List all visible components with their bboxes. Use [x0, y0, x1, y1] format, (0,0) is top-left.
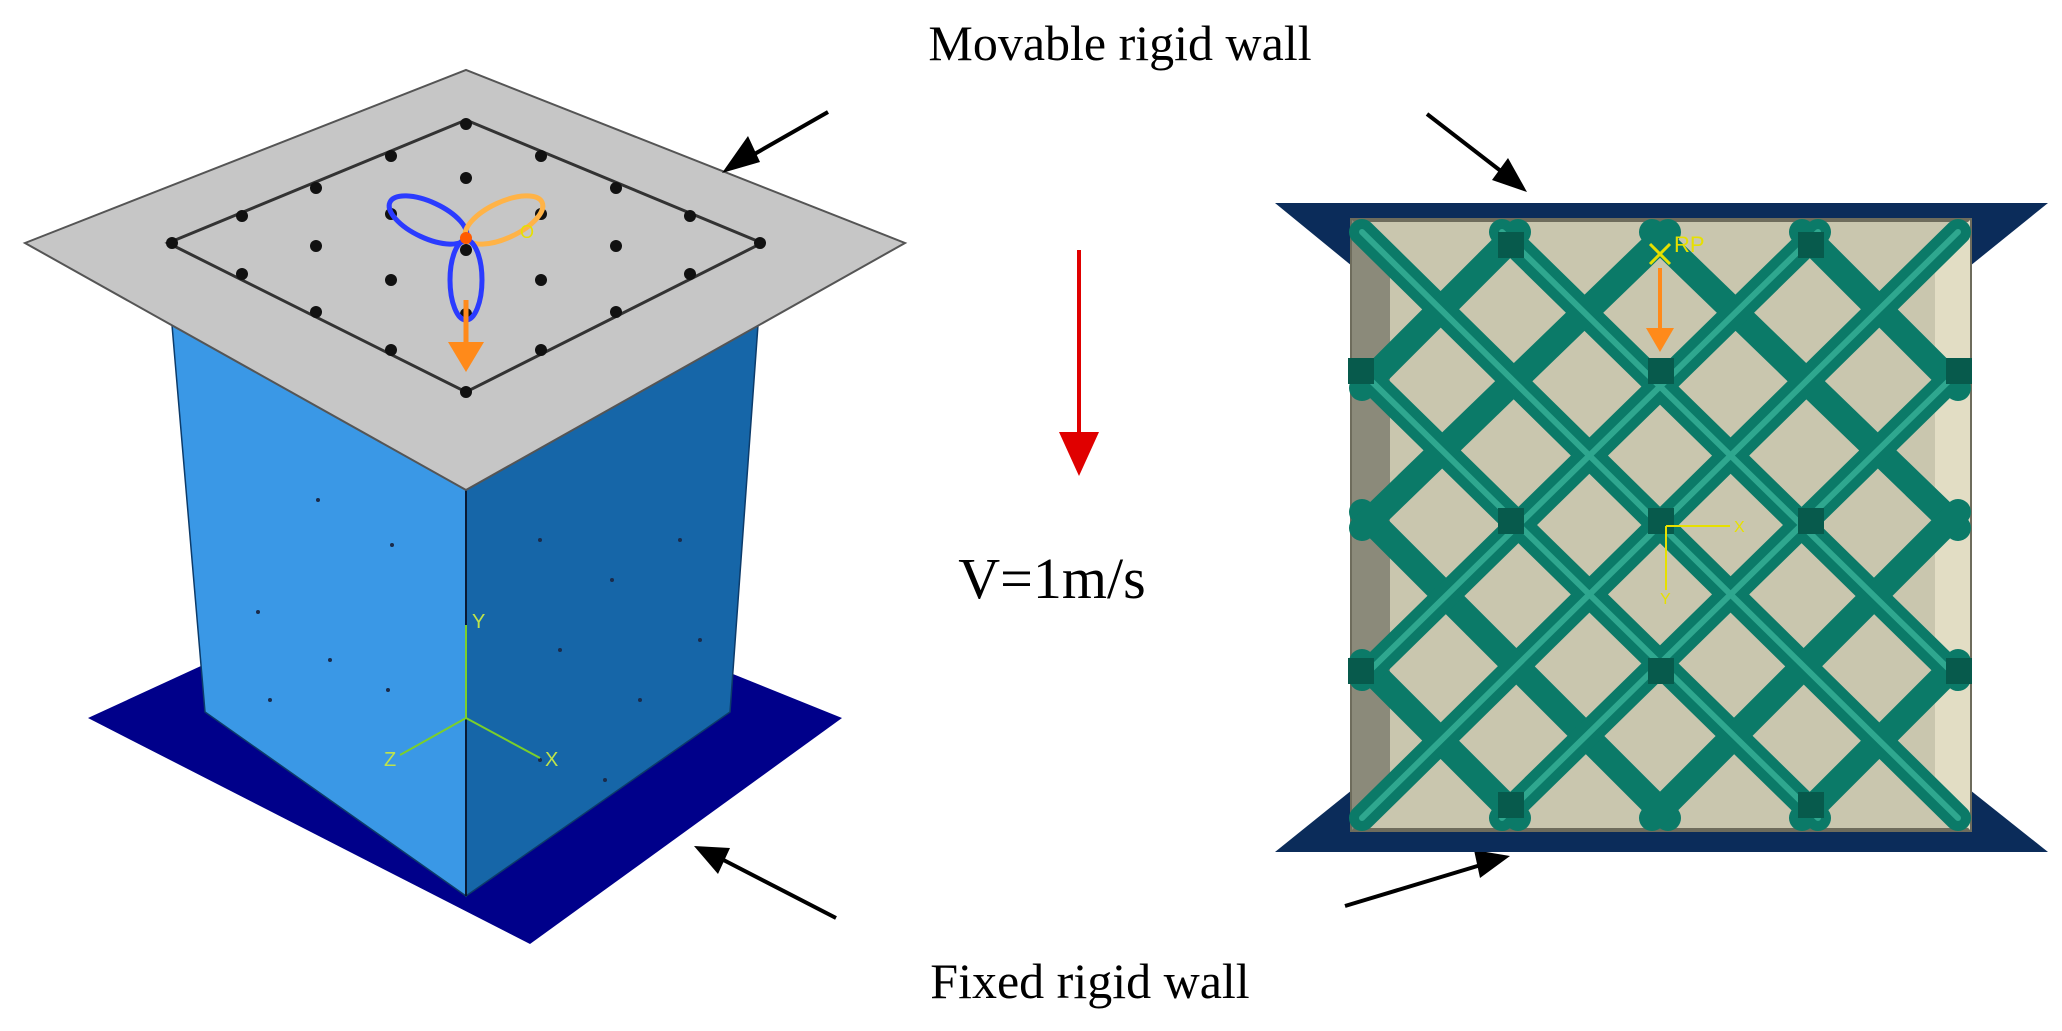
pointer-arrow-fixed-left [707, 850, 837, 920]
movable-top-plate [22, 68, 908, 492]
velocity-indicator: V=1m/s [958, 250, 1146, 611]
axis-label-z: Z [384, 749, 396, 771]
velocity-arrow-head [1059, 432, 1099, 476]
left-fe-model: Y X Z O [22, 68, 908, 944]
svg-text:O: O [520, 222, 534, 242]
fixed-wall-label: Fixed rigid wall [930, 953, 1249, 1009]
reference-point-label: RP [1674, 232, 1705, 257]
movable-wall-label: Movable rigid wall [928, 15, 1311, 71]
lattice-nodes [1348, 232, 1972, 818]
pointer-arrow-fixed-right [1344, 859, 1495, 908]
axis-label-x-right: X [1734, 519, 1745, 536]
axis-triad-left [399, 625, 541, 759]
load-arrow-right [1646, 268, 1674, 352]
mesh-nodes [256, 498, 702, 782]
load-arrow-left [448, 300, 484, 372]
lattice-struts [1349, 219, 1971, 831]
axis-label-y-right: Y [1660, 591, 1671, 608]
axis-label-y: Y [472, 611, 485, 633]
reference-point-marker: RP [1648, 232, 1705, 266]
axis-triad-right [1665, 525, 1730, 590]
right-fe-model: RP X Y [1275, 203, 2048, 852]
velocity-label: V=1m/s [958, 546, 1145, 611]
axis-label-x: X [545, 749, 558, 771]
